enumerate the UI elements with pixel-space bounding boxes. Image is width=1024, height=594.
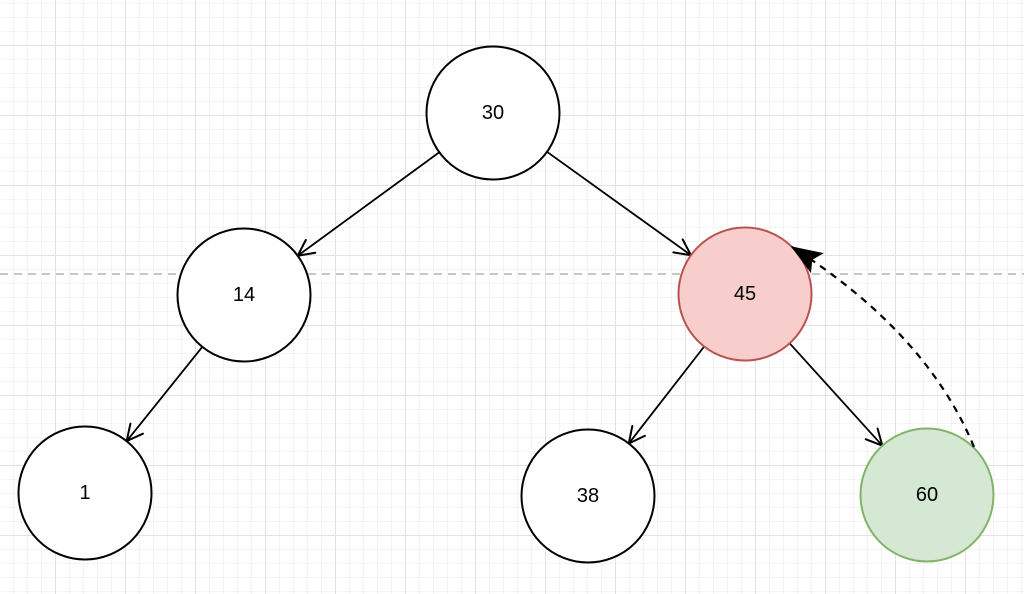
edge-45-38[interactable] bbox=[627, 345, 705, 445]
tree-node-30[interactable]: 30 bbox=[425, 45, 561, 181]
node-label-14: 14 bbox=[233, 284, 255, 306]
tree-node-60[interactable]: 60 bbox=[859, 427, 995, 563]
edge-30-45[interactable] bbox=[546, 151, 692, 257]
node-circle-14[interactable] bbox=[176, 227, 312, 363]
edge-14-1[interactable] bbox=[125, 346, 204, 443]
edge-45-60[interactable] bbox=[788, 342, 884, 447]
node-circle-1[interactable] bbox=[17, 425, 153, 561]
edge-30-14[interactable] bbox=[296, 151, 440, 257]
tree-node-38[interactable]: 38 bbox=[520, 428, 656, 564]
back-edge-60-45[interactable] bbox=[790, 246, 976, 448]
tree-node-45[interactable]: 45 bbox=[677, 226, 813, 362]
node-label-30: 30 bbox=[482, 102, 504, 124]
node-circle-45[interactable] bbox=[677, 226, 813, 362]
node-label-60: 60 bbox=[916, 484, 938, 506]
tree-node-14[interactable]: 14 bbox=[176, 227, 312, 363]
tree-node-1[interactable]: 1 bbox=[17, 425, 153, 561]
node-circle-60[interactable] bbox=[859, 427, 995, 563]
node-label-45: 45 bbox=[734, 283, 756, 305]
node-label-38: 38 bbox=[577, 485, 599, 507]
node-circle-38[interactable] bbox=[520, 428, 656, 564]
node-label-1: 1 bbox=[79, 482, 90, 504]
node-circle-30[interactable] bbox=[425, 45, 561, 181]
